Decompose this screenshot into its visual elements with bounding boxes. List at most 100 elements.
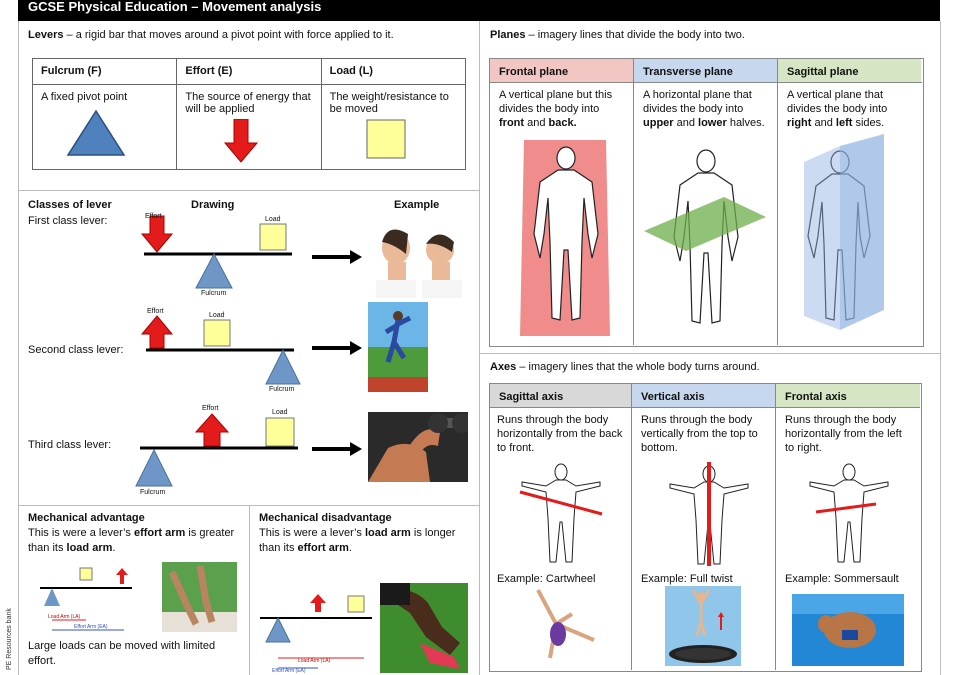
right-border [940, 21, 941, 675]
effort-up-arrow-icon [194, 413, 230, 447]
axes-header-line [490, 407, 920, 408]
mech-dis-heading: Mechanical disadvantage [259, 512, 392, 524]
mech-dis-text: This is were a lever’s load arm is longe… [259, 527, 456, 554]
left-border [18, 21, 19, 675]
axes-col1 [631, 384, 632, 670]
mech-adv-footer: Large loads can be moved with limited ef… [28, 640, 216, 667]
frontal-axis-figure [809, 463, 889, 563]
mech-adv-load-arm: Load Arm (LA) [48, 614, 81, 620]
load-desc: The weight/resistance to be moved [329, 91, 449, 115]
mech-divider [18, 505, 479, 506]
frontal-axis-header: Frontal axis [776, 384, 920, 407]
classes-heading: Classes of lever [28, 199, 112, 211]
drawing-heading: Drawing [191, 199, 235, 211]
first-class-label: First class lever: [28, 215, 108, 227]
sagittal-axis-example: Example: Cartwheel [497, 573, 596, 585]
effort-desc: The source of energy that will be applie… [185, 91, 311, 115]
first-effort-label: Effort [145, 213, 162, 220]
mech-adv-diagram [40, 567, 132, 631]
effort-cell: The source of energy that will be applie… [176, 84, 322, 170]
vertical-axis-example: Example: Full twist [641, 573, 733, 585]
load-box [203, 319, 231, 347]
third-class-drawing [135, 413, 298, 487]
fulcrum-header: Fulcrum (F) [31, 58, 178, 85]
levers-table: Fulcrum (F) Effort (E) Load (L) A fixed … [31, 58, 467, 170]
axes-col2 [775, 384, 776, 670]
frontal-axis-example: Example: Sommersault [785, 573, 899, 585]
first-load-label: Load [265, 216, 281, 223]
load-square-icon [366, 119, 406, 159]
side-credit: PE Resources bank [6, 608, 13, 670]
third-fulcrum-label: Fulcrum [140, 489, 166, 496]
runner-leg-photo [380, 583, 468, 673]
center-divider [479, 21, 480, 675]
mech-adv-text: This is were a lever’s effort arm is gre… [28, 527, 235, 554]
sagittal-axis-header: Sagittal axis [490, 384, 631, 407]
transverse-plane-header: Transverse plane [634, 59, 777, 82]
mech-adv-effort-arm: Effort Arm (EA) [74, 624, 108, 630]
transverse-plane-desc: A horizontal plane that divides the body… [643, 89, 765, 129]
planes-heading: Planes – imagery lines that divide the b… [490, 29, 745, 41]
mech-vertical-divider [249, 505, 250, 675]
sagittal-axis-desc: Runs through the body horizontally from … [497, 414, 623, 454]
fulcrum-desc: A fixed pivot point [41, 91, 128, 103]
cartwheel-photo [528, 584, 602, 666]
frontal-plane-figure [520, 140, 610, 336]
sagittal-plane-desc: A vertical plane that divides the body i… [787, 89, 888, 129]
load-header: Load (L) [320, 58, 467, 85]
transverse-plane-figure [644, 149, 766, 324]
load-cell: The weight/resistance to be moved [320, 84, 467, 170]
third-effort-label: Effort [202, 405, 219, 412]
second-effort-label: Effort [147, 308, 164, 315]
arrow-right-icon [312, 250, 362, 264]
axes-table [489, 383, 922, 672]
mech-dis-effort-arm: Effort Arm (EA) [272, 668, 306, 674]
frontal-plane-desc: A vertical plane but this divides the bo… [499, 89, 613, 129]
planes-table [489, 58, 924, 347]
arrow-right-icon [312, 442, 362, 456]
planes-header-line [490, 82, 922, 83]
fulcrum-icon [265, 348, 301, 385]
tiptoe-example-photo [368, 302, 428, 392]
levers-heading: Levers – a rigid bar that moves around a… [28, 29, 394, 41]
second-load-label: Load [209, 312, 225, 319]
planes-col1 [633, 59, 634, 345]
somersault-dive-photo [792, 594, 904, 666]
effort-up-arrow-icon [140, 315, 174, 349]
mech-dis-load-arm: Load Arm (LA) [298, 658, 331, 664]
vertical-axis-figure [669, 462, 749, 566]
fulcrum-cell: A fixed pivot point [31, 84, 178, 170]
example-heading: Example [394, 199, 440, 211]
third-class-label: Third class lever: [28, 439, 112, 451]
second-class-label: Second class lever: [28, 344, 124, 356]
mech-adv-heading: Mechanical advantage [28, 512, 145, 524]
third-load-label: Load [272, 409, 288, 416]
fulcrum-triangle-icon [66, 109, 126, 156]
planes-col2 [777, 59, 778, 345]
bicep-curl-example-photo [368, 412, 468, 482]
second-class-drawing [140, 315, 301, 385]
fulcrum-icon [135, 448, 173, 487]
second-fulcrum-label: Fulcrum [269, 386, 295, 393]
tiptoe-adv-photo [162, 562, 237, 632]
sagittal-axis-figure [519, 463, 603, 563]
load-box [265, 417, 295, 447]
page-title: GCSE Physical Education – Movement analy… [18, 0, 940, 21]
frontal-axis-desc: Runs through the body horizontally from … [785, 414, 902, 454]
vertical-axis-header: Vertical axis [632, 384, 775, 407]
load-box [259, 223, 287, 251]
vertical-axis-desc: Runs through the body vertically from th… [641, 414, 758, 454]
levers-divider [18, 190, 479, 191]
effort-header: Effort (E) [176, 58, 322, 85]
arrow-right-icon [312, 341, 362, 355]
effort-arrow-down-icon [224, 119, 259, 163]
fulcrum-icon [195, 252, 233, 289]
axes-heading: Axes – imagery lines that the whole body… [490, 361, 760, 373]
first-fulcrum-label: Fulcrum [201, 290, 227, 297]
planes-axes-divider [479, 353, 940, 354]
sagittal-plane-header: Sagittal plane [778, 59, 921, 82]
mech-dis-diagram [260, 594, 372, 669]
first-class-drawing [140, 215, 292, 289]
effort-arrow-icon [140, 215, 174, 253]
neck-example-photo [368, 214, 468, 298]
